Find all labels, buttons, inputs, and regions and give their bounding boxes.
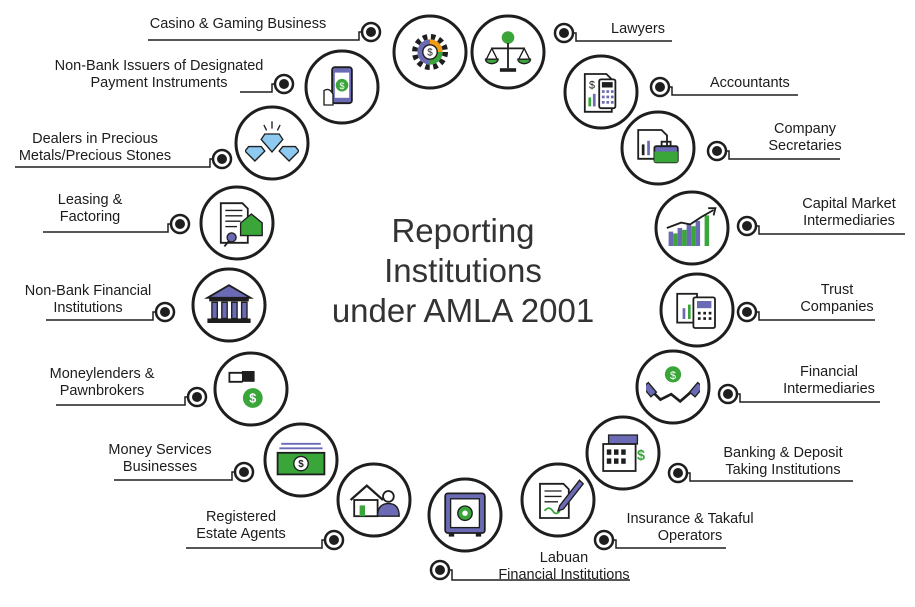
institution-label: Financial Institutions <box>498 567 629 583</box>
connector-dot-center <box>723 389 733 399</box>
diagram-title: Reporting Institutions under AMLA 2001 <box>332 212 594 329</box>
institution-nodes: Casino & Gaming Business LawyersNon-Bank … <box>15 14 905 583</box>
institution-label: Intermediaries <box>783 381 875 397</box>
banknote-icon <box>276 442 326 476</box>
institution-node: Casino & Gaming Business <box>148 14 468 90</box>
connector-dot-center <box>599 535 609 545</box>
institution-label: Institutions <box>53 300 122 316</box>
institution-node: Lawyers <box>470 14 672 90</box>
title-line-2: Institutions <box>384 252 542 289</box>
connector-dot-center <box>712 146 722 156</box>
institution-label: Businesses <box>123 459 197 475</box>
connector-dot-center <box>655 82 665 92</box>
institution-label: Moneylenders & <box>50 366 155 382</box>
connector-line <box>43 223 180 233</box>
title-line-1: Reporting <box>391 212 534 249</box>
institution-label: Intermediaries <box>803 213 895 229</box>
institution-label: Insurance & Takaful <box>626 511 753 527</box>
institution-label: Accountants <box>710 75 790 91</box>
institution-label: Lawyers <box>611 21 665 37</box>
institution-label: Secretaries <box>768 138 841 154</box>
institution-label: Pawnbrokers <box>60 383 145 399</box>
connector-dot-center <box>435 565 445 575</box>
connector-dot-center <box>742 221 752 231</box>
connector-dot-center <box>279 79 289 89</box>
connector-line <box>148 31 371 41</box>
institution-node: Accountants <box>563 54 798 130</box>
institution-label: Non-Bank Issuers of Designated <box>55 58 264 74</box>
connector-dot-center <box>559 28 569 38</box>
connector-dot-center <box>239 467 249 477</box>
institution-node: Moneylenders &Pawnbrokers <box>50 351 289 427</box>
connector-dot-center <box>673 468 683 478</box>
institution-label: Non-Bank Financial <box>25 283 152 299</box>
trust-documents-icon <box>676 292 716 329</box>
institution-label: Leasing & <box>58 192 123 208</box>
institution-label: Financial <box>800 364 858 380</box>
gear-dollar-icon <box>415 37 446 68</box>
icon-circle <box>191 267 267 343</box>
connector-dot-center <box>329 535 339 545</box>
institution-label: Money Services <box>108 442 211 458</box>
institution-label: Taking Institutions <box>725 462 840 478</box>
institution-label: Casino & Gaming Business <box>150 16 327 32</box>
institution-label: Labuan <box>540 550 588 566</box>
institution-label: Companies <box>800 299 873 315</box>
connector-dot-center <box>160 307 170 317</box>
connector-dot-center <box>366 27 376 37</box>
institution-label: Dealers in Precious <box>32 131 158 147</box>
icon-circle <box>635 349 711 425</box>
connector-dot-center <box>742 307 752 317</box>
calculator-document-icon <box>583 73 617 113</box>
connector-dot-center <box>192 392 202 402</box>
title-line-3: under AMLA 2001 <box>332 292 594 329</box>
institution-label: Banking & Deposit <box>723 445 842 461</box>
institution-label: Metals/Precious Stones <box>19 148 171 164</box>
institution-label: Operators <box>658 528 722 544</box>
connector-dot-center <box>217 154 227 164</box>
institution-node: Leasing &Factoring <box>43 185 275 261</box>
institution-label: Company <box>774 121 837 137</box>
institution-label: Payment Instruments <box>91 75 228 91</box>
institution-label: Factoring <box>60 209 120 225</box>
institution-label: Trust <box>821 282 854 298</box>
institution-label: Estate Agents <box>196 526 285 542</box>
institution-label: Registered <box>206 509 276 525</box>
vault-icon <box>444 492 486 538</box>
connector-dot-center <box>175 219 185 229</box>
institution-label: Capital Market <box>802 196 895 212</box>
